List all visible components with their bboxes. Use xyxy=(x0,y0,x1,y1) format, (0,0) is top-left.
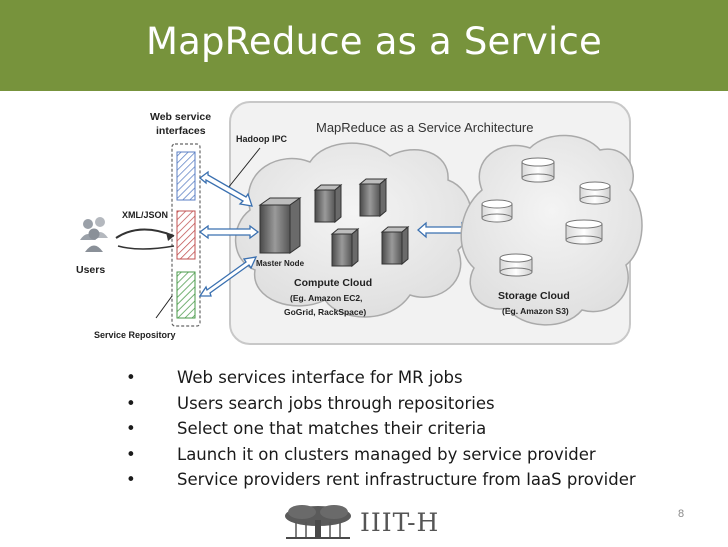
bullet-symbol: • xyxy=(126,470,136,489)
compute-server-1 xyxy=(313,183,343,224)
compute-server-3 xyxy=(330,227,360,268)
compute-server-2 xyxy=(358,177,388,218)
users-arrowhead xyxy=(166,232,174,241)
service-repository-label: Service Repository xyxy=(94,330,176,340)
users-label: Users xyxy=(76,264,105,276)
interface-green xyxy=(176,271,196,319)
compute-cloud-label: Compute Cloud xyxy=(294,277,372,289)
interface-arrows xyxy=(198,170,260,297)
storage-cloud-label: Storage Cloud xyxy=(498,290,570,302)
interface-red xyxy=(176,210,196,260)
page-number: 8 xyxy=(678,508,685,520)
storage-disk-3 xyxy=(579,181,611,205)
architecture-title: MapReduce as a Service Architecture xyxy=(316,120,534,135)
iiith-logo: IIIT-H xyxy=(282,502,452,542)
xml-json-label: XML/JSON xyxy=(122,210,168,220)
storage-cloud-example: (Eg. Amazon S3) xyxy=(502,306,569,316)
interface-blue xyxy=(176,151,196,201)
storage-disks xyxy=(481,157,611,277)
title-bar: MapReduce as a Service xyxy=(0,0,728,91)
web-service-interfaces-label: Web service interfaces xyxy=(150,111,214,137)
architecture-diagram: MapReduce as a Service Architecture Web … xyxy=(76,101,643,345)
users-icon xyxy=(80,217,108,252)
users-arrow xyxy=(115,228,175,239)
users-return-arrow xyxy=(117,245,175,250)
service-repository-pointer xyxy=(155,295,173,319)
bullet-symbol: • xyxy=(126,419,136,438)
bullet-symbol: • xyxy=(126,393,136,413)
master-node-server xyxy=(258,197,302,254)
storage-disk-5 xyxy=(499,253,533,277)
compute-server-4 xyxy=(380,225,410,266)
storage-disk-1 xyxy=(521,157,555,183)
storage-disk-4 xyxy=(565,219,603,245)
slide-title: MapReduce as a Service xyxy=(146,20,602,63)
bullet-symbol: • xyxy=(126,368,136,387)
storage-disk-2 xyxy=(481,199,513,223)
compute-cloud-examples: (Eg. Amazon EC2, GoGrid, RackSpace) xyxy=(284,293,366,317)
hadoop-ipc-label: Hadoop IPC xyxy=(236,134,287,144)
logo-text: IIIT-H xyxy=(360,508,440,537)
tree-icon xyxy=(285,505,351,539)
hadoop-ipc-pointer xyxy=(227,147,261,189)
master-node-label: Master Node xyxy=(256,259,305,268)
bullet-symbol: • xyxy=(126,444,136,464)
